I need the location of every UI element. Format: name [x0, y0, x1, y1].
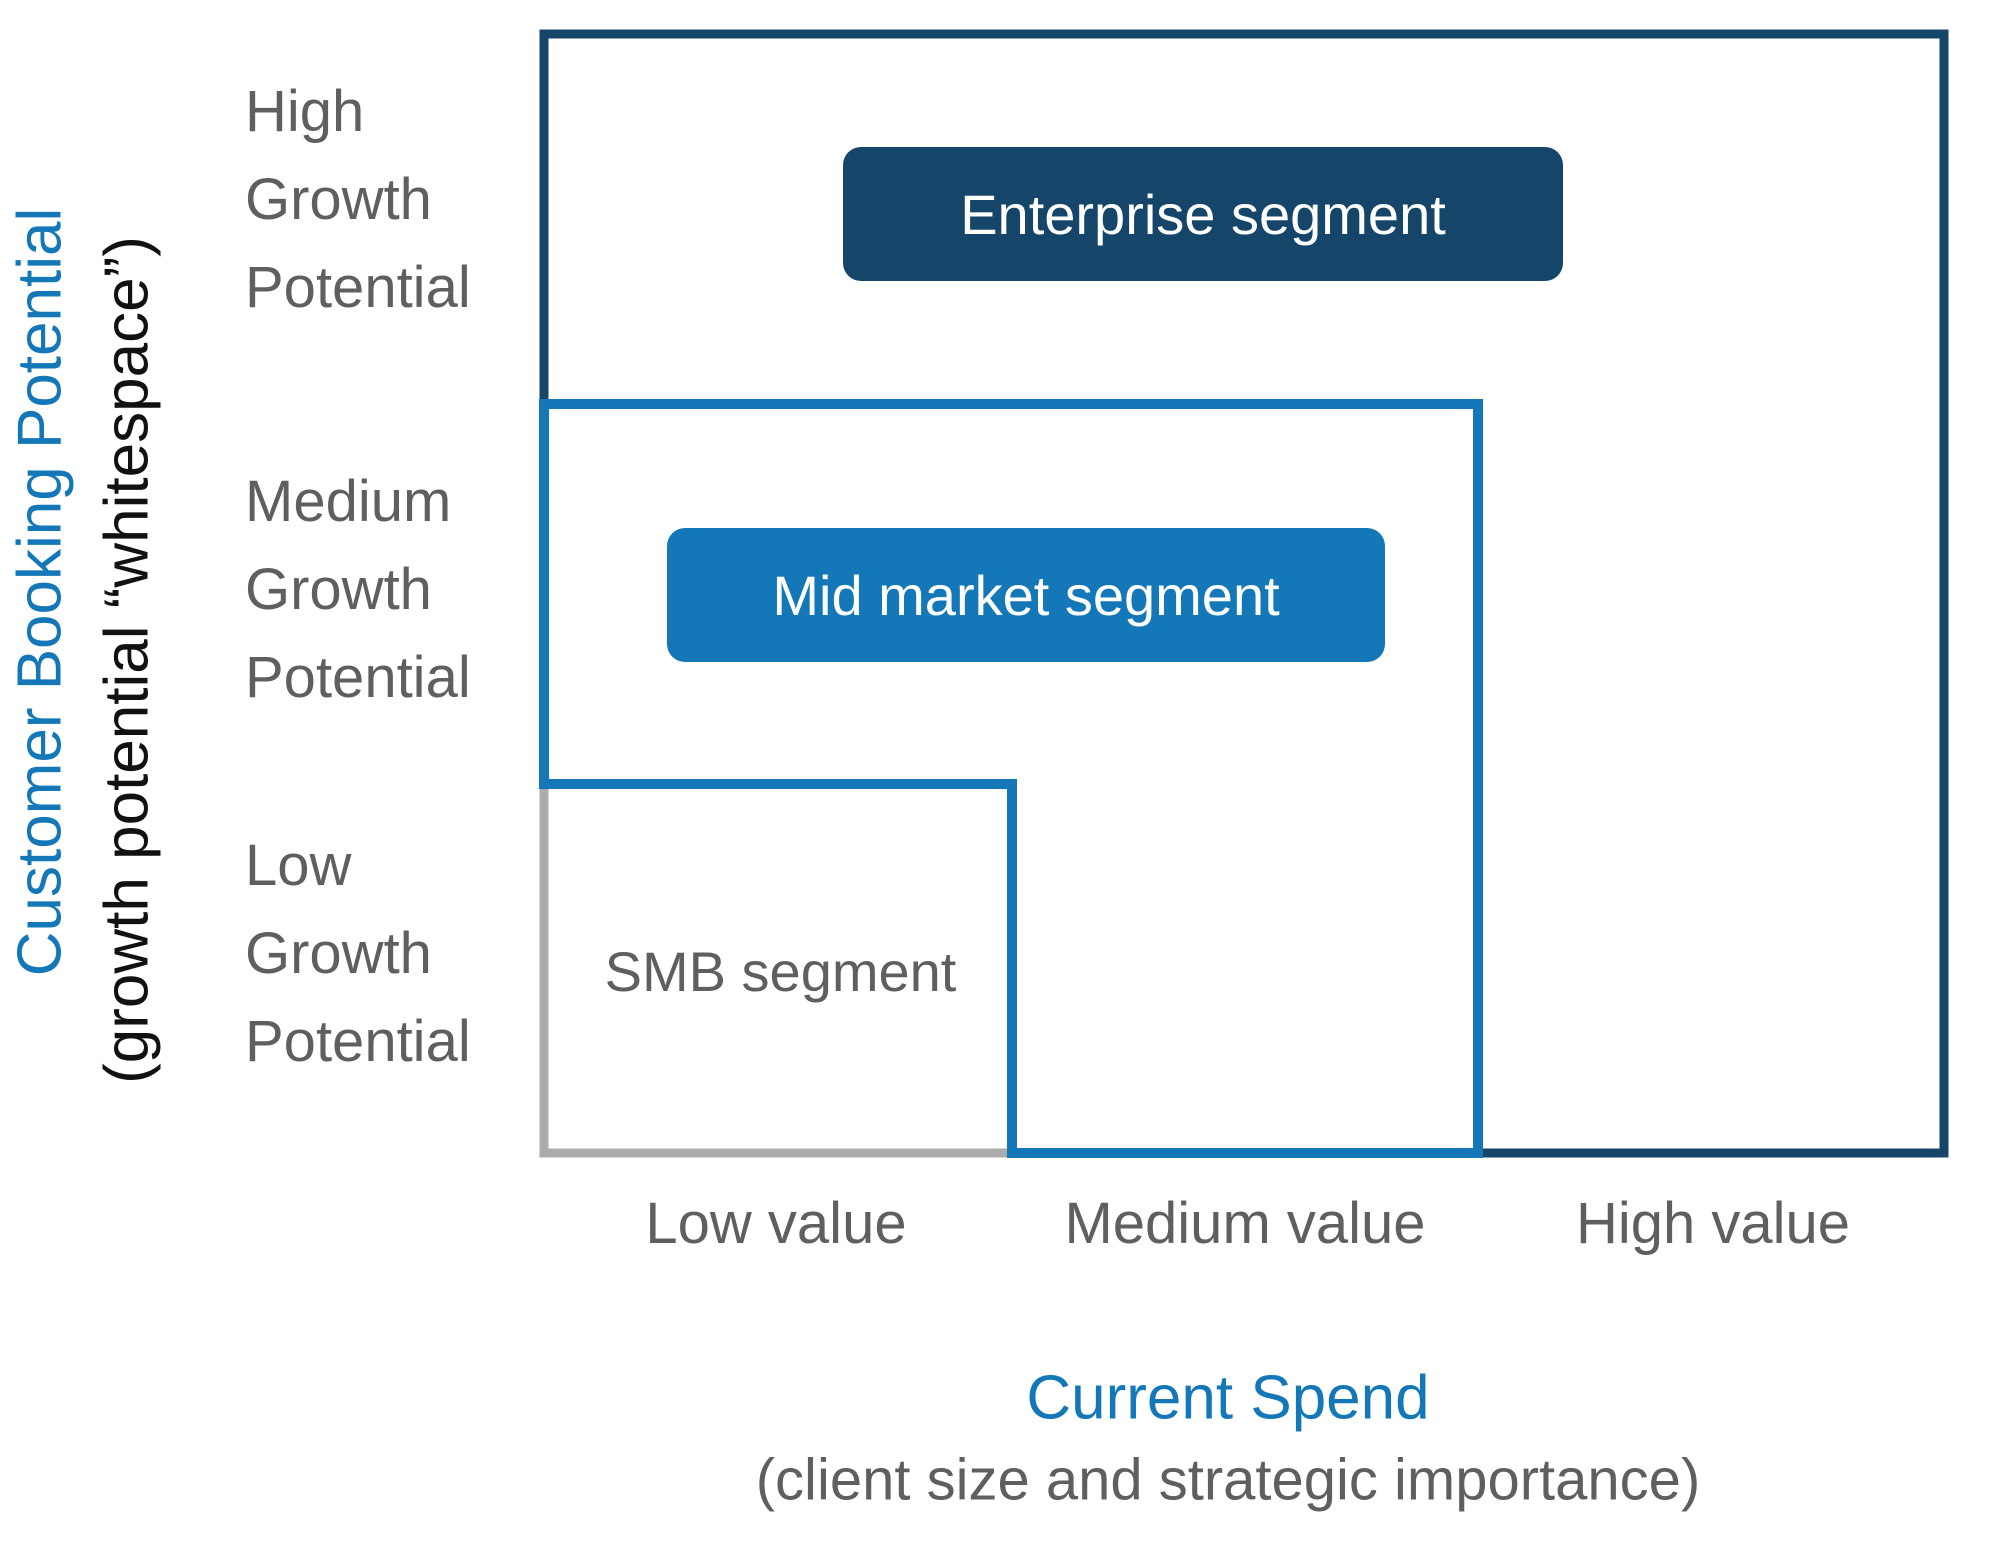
y-tick-low-growth-potential: Low Growth Potential [245, 833, 471, 1074]
x-axis-subtitle: (client size and strategic importance) [755, 1447, 1701, 1513]
x-axis-title: Current Spend [1026, 1363, 1430, 1433]
x-tick-medium-value: Medium value [1064, 1191, 1426, 1256]
midmarket-region-outline [539, 399, 1483, 1158]
smb-region-outline [539, 784, 1012, 1158]
enterprise-segment-badge: Enterprise segment [843, 147, 1563, 281]
y-tick-medium-growth-potential: Medium Growth Potential [245, 469, 471, 710]
y-tick-high-growth-potential: High Growth Potential [245, 79, 471, 320]
x-tick-high-value: High value [1575, 1191, 1851, 1256]
midmarket-segment-badge: Mid market segment [667, 528, 1385, 662]
smb-segment-label: SMB segment [604, 939, 957, 1003]
y-axis-subtitle: (growth potential “whitespace”) [92, 236, 162, 1084]
y-axis-title: Customer Booking Potential [5, 207, 75, 977]
x-tick-low-value: Low value [645, 1191, 907, 1256]
